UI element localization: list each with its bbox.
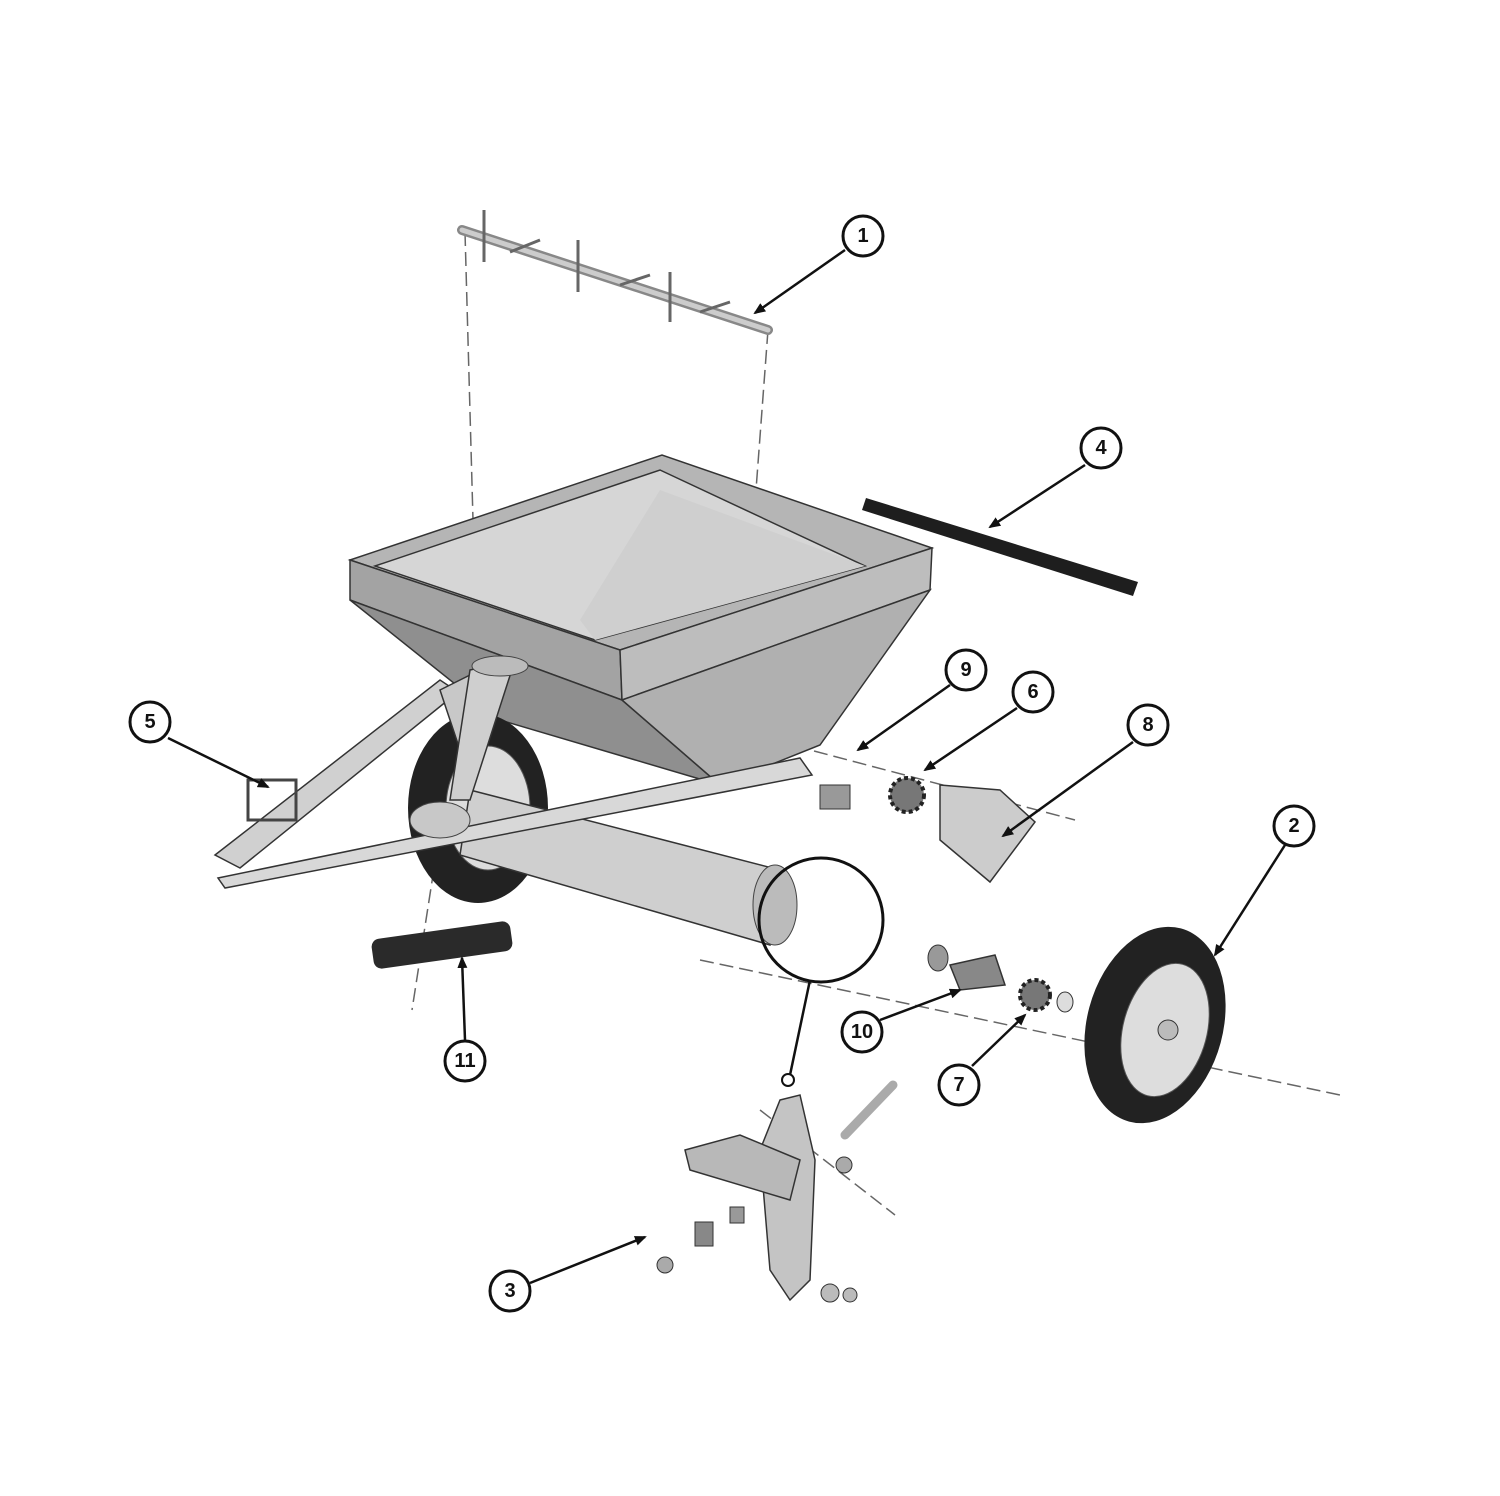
callout-7: 7 (937, 1063, 981, 1107)
callout-3: 3 (488, 1269, 532, 1313)
frame-part (213, 655, 814, 889)
callout-2: 2 (1272, 804, 1316, 848)
leader-arrows (167, 248, 1287, 1285)
arm-assembly-3-part (656, 1080, 898, 1303)
bearing-9-part (819, 784, 851, 810)
callout-label: 7 (953, 1074, 964, 1096)
callout-4: 4 (1079, 426, 1123, 470)
callout-11: 11 (443, 1039, 487, 1083)
callout-label: 9 (960, 659, 971, 681)
callout-6: 6 (1011, 670, 1055, 714)
sprocket-6-part (888, 776, 926, 814)
callout-label: 1 (857, 225, 868, 247)
bearing-10-part (927, 944, 1007, 991)
callout-label: 4 (1095, 437, 1107, 459)
callout-5: 5 (128, 700, 172, 744)
tube-11-part (371, 921, 513, 969)
detail-circle (757, 856, 885, 1087)
callout-label: 11 (454, 1050, 475, 1072)
callout-label: 8 (1142, 714, 1153, 736)
roller-part (459, 789, 798, 946)
hopper-part (347, 454, 935, 786)
callout-label: 3 (504, 1280, 515, 1302)
callout-label: 6 (1027, 681, 1038, 703)
agitator-bar-part (457, 210, 773, 335)
right-wheel-2-part (1084, 926, 1226, 1124)
callout-8: 8 (1126, 703, 1170, 747)
callout-9: 9 (944, 648, 988, 692)
callout-label: 10 (851, 1021, 873, 1043)
sprocket-7-part (1018, 978, 1074, 1013)
chain-cover-8-part (939, 784, 1037, 884)
rubber-flap-part (862, 498, 1138, 596)
callout-10: 10 (840, 1010, 884, 1054)
callout-label: 2 (1288, 815, 1299, 837)
callout-1: 1 (841, 214, 885, 258)
callout-label: 5 (144, 711, 155, 733)
